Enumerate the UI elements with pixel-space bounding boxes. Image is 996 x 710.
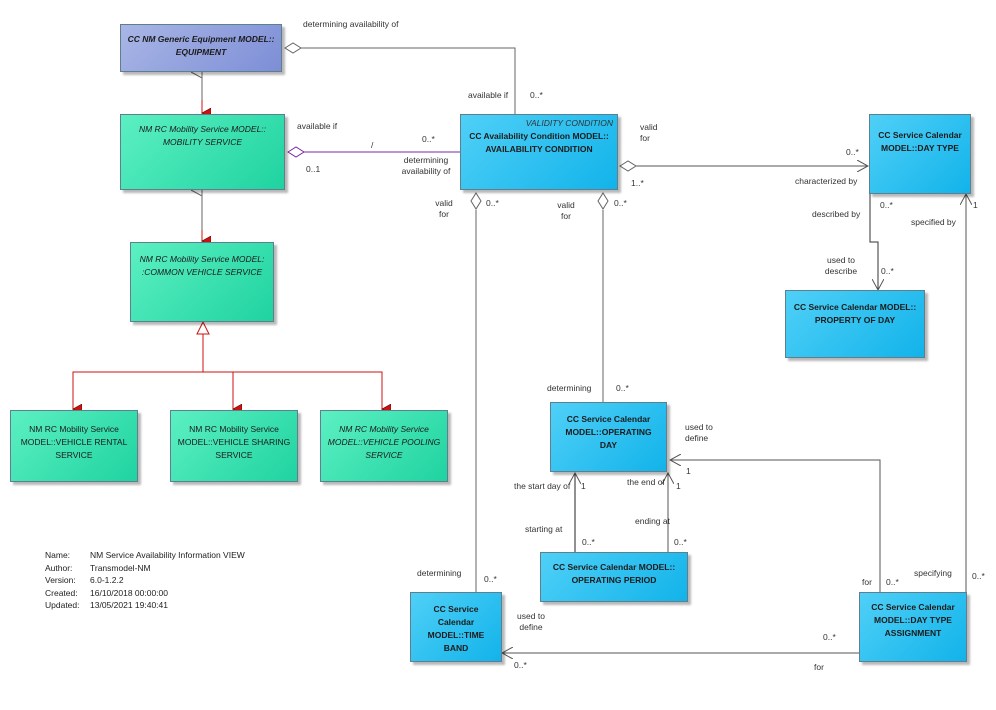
meta-version-value: 6.0-1.2.2 [90, 575, 124, 586]
class-mobility-service-name: NM RC Mobility Service MODEL:: MOBILITY … [138, 124, 267, 147]
meta-created-row: Created: 16/10/2018 00:00:00 [45, 587, 245, 600]
label-mult-1-start: 1 [581, 481, 586, 491]
label-mult-1-spec: 1 [973, 200, 978, 210]
gen-triangle-common [196, 320, 210, 335]
label-mult-0-star-daytype: 0..* [846, 147, 859, 157]
label-slash: / [371, 140, 374, 150]
label-mult-0-star-prop: 0..* [881, 266, 894, 276]
class-common-vehicle-service-name: NM RC Mobility Service MODEL: :COMMON VE… [139, 254, 265, 277]
label-mult-0-star-end: 0..* [674, 537, 687, 547]
label-available-if-1: available if [468, 90, 509, 100]
class-vehicle-rental-service[interactable]: NM RC Mobility Service MODEL::VEHICLE RE… [10, 410, 138, 482]
label-for-bottom: for [814, 662, 824, 672]
class-vehicle-pooling-service[interactable]: NM RC Mobility Service MODEL::VEHICLE PO… [320, 410, 448, 482]
aggregation-diamond-equipment [284, 42, 302, 54]
class-day-type-assignment[interactable]: CC Service Calendar MODEL::DAY TYPE ASSI… [859, 592, 967, 662]
aggregation-diamond-daytype [619, 160, 637, 172]
meta-created-key: Created: [45, 587, 78, 598]
class-time-band[interactable]: CC Service Calendar MODEL::TIME BAND [410, 592, 502, 662]
class-availability-condition[interactable]: VALIDITY CONDITION CC Availability Condi… [460, 114, 618, 190]
assoc-daytype-property [869, 194, 878, 290]
label-mult-0-star-dta: 0..* [823, 632, 836, 642]
gen-vehicles-to-common [72, 322, 383, 410]
meta-version-row: Version: 6.0-1.2.2 [45, 574, 245, 587]
meta-created-value: 16/10/2018 00:00:00 [90, 587, 168, 598]
label-valid-for-right: valid for [640, 122, 658, 143]
class-day-type[interactable]: CC Service Calendar MODEL::DAY TYPE [869, 114, 971, 194]
meta-name-value: NM Service Availability Information VIEW [90, 550, 245, 560]
assoc-equipment-availability [300, 47, 516, 114]
label-valid-for-tb: valid for [435, 198, 453, 219]
label-used-to-define-tb: used to define [517, 611, 545, 632]
class-day-type-name: CC Service Calendar MODEL::DAY TYPE [878, 130, 962, 153]
label-mult-1-end: 1 [676, 481, 681, 491]
label-mult-0-star-descr: 0..* [880, 200, 893, 210]
label-mult-0-star-2: 0..* [422, 134, 435, 144]
meta-updated-value: 13/05/2021 19:40:41 [90, 600, 168, 611]
label-specifying: specifying [914, 568, 952, 578]
aggregation-diamond-opday [597, 192, 609, 210]
label-mult-0-star-start: 0..* [582, 537, 595, 547]
label-determining-tb: determining [417, 568, 462, 578]
class-equipment[interactable]: CC NM Generic Equipment MODEL:: EQUIPMEN… [120, 24, 282, 72]
label-mult-0-star-tb: 0..* [486, 198, 499, 208]
label-mult-0-star-spec: 0..* [972, 571, 985, 581]
class-common-vehicle-service[interactable]: NM RC Mobility Service MODEL: :COMMON VE… [130, 242, 274, 322]
label-determining-availability-top: determining availability of [303, 19, 399, 29]
label-the-end-of: the end of [627, 477, 665, 487]
class-vehicle-sharing-service[interactable]: NM RC Mobility Service MODEL::VEHICLE SH… [170, 410, 298, 482]
label-used-to-describe: used to describe [824, 255, 858, 276]
label-mult-1-od: 1 [686, 466, 691, 476]
class-property-of-day-name: CC Service Calendar MODEL:: PROPERTY OF … [793, 302, 917, 325]
label-used-to-define-od: used to define [685, 422, 713, 443]
label-specified-by: specified by [911, 217, 956, 227]
label-ending-at: ending at [635, 516, 670, 526]
diagram-metadata: Name: NM Service Availability Informatio… [45, 549, 245, 612]
class-day-type-assignment-name: CC Service Calendar MODEL::DAY TYPE ASSI… [871, 602, 955, 638]
class-time-band-name: CC Service Calendar MODEL::TIME BAND [427, 604, 485, 653]
meta-author-row: Author: Transmodel-NM [45, 562, 245, 575]
label-starting-at: starting at [525, 524, 563, 534]
aggregation-diamond-mobility [287, 146, 305, 158]
meta-name-row: Name: NM Service Availability Informatio… [45, 549, 245, 562]
class-operating-period[interactable]: CC Service Calendar MODEL:: OPERATING PE… [540, 552, 688, 602]
meta-author-key: Author: [45, 562, 73, 573]
label-determining-od: determining [547, 383, 592, 393]
meta-name-key: Name: [45, 550, 71, 560]
availability-condition-stereotype: VALIDITY CONDITION [525, 118, 613, 128]
label-mult-0-star-od: 0..* [614, 198, 627, 208]
label-described-by: described by [812, 209, 861, 219]
class-vehicle-pooling-service-name: NM RC Mobility Service MODEL::VEHICLE PO… [327, 424, 441, 460]
label-mult-0-star-for: 0..* [886, 577, 899, 587]
class-vehicle-sharing-service-name: NM RC Mobility Service MODEL::VEHICLE SH… [177, 424, 291, 460]
class-mobility-service[interactable]: NM RC Mobility Service MODEL:: MOBILITY … [120, 114, 285, 190]
class-vehicle-rental-service-name: NM RC Mobility Service MODEL::VEHICLE RE… [20, 424, 128, 460]
class-property-of-day[interactable]: CC Service Calendar MODEL:: PROPERTY OF … [785, 290, 925, 358]
label-mult-0-star-tb2: 0..* [484, 574, 497, 584]
label-mult-0-star-1: 0..* [530, 90, 543, 100]
label-mult-0-star-od2: 0..* [616, 383, 629, 393]
label-mult-0-star-tb3: 0..* [514, 660, 527, 670]
label-mult-1-star: 1..* [631, 178, 644, 188]
label-the-start-day-of: the start day of [514, 481, 571, 491]
label-for-dta: for [862, 577, 872, 587]
class-operating-day[interactable]: CC Service Calendar MODEL::OPERATING DAY [550, 402, 667, 472]
aggregation-diamond-timeband [470, 192, 482, 210]
class-availability-condition-name: CC Availability Condition MODEL:: AVAILA… [469, 131, 609, 154]
class-operating-period-name: CC Service Calendar MODEL:: OPERATING PE… [552, 562, 676, 585]
label-available-if-2: available if [297, 121, 338, 131]
label-determining-availability-of: determining availability of [401, 155, 451, 176]
meta-updated-row: Updated: 13/05/2021 19:40:41 [45, 599, 245, 612]
assoc-dta-opday [670, 460, 881, 592]
meta-updated-key: Updated: [45, 600, 80, 611]
label-characterized-by: characterized by [795, 176, 858, 186]
label-mult-0-1: 0..1 [306, 164, 321, 174]
label-valid-for-od: valid for [557, 200, 575, 221]
class-equipment-name: CC NM Generic Equipment MODEL:: EQUIPMEN… [127, 34, 275, 57]
meta-author-value: Transmodel-NM [90, 562, 151, 573]
meta-version-key: Version: [45, 575, 76, 586]
class-operating-day-name: CC Service Calendar MODEL::OPERATING DAY [565, 414, 652, 450]
